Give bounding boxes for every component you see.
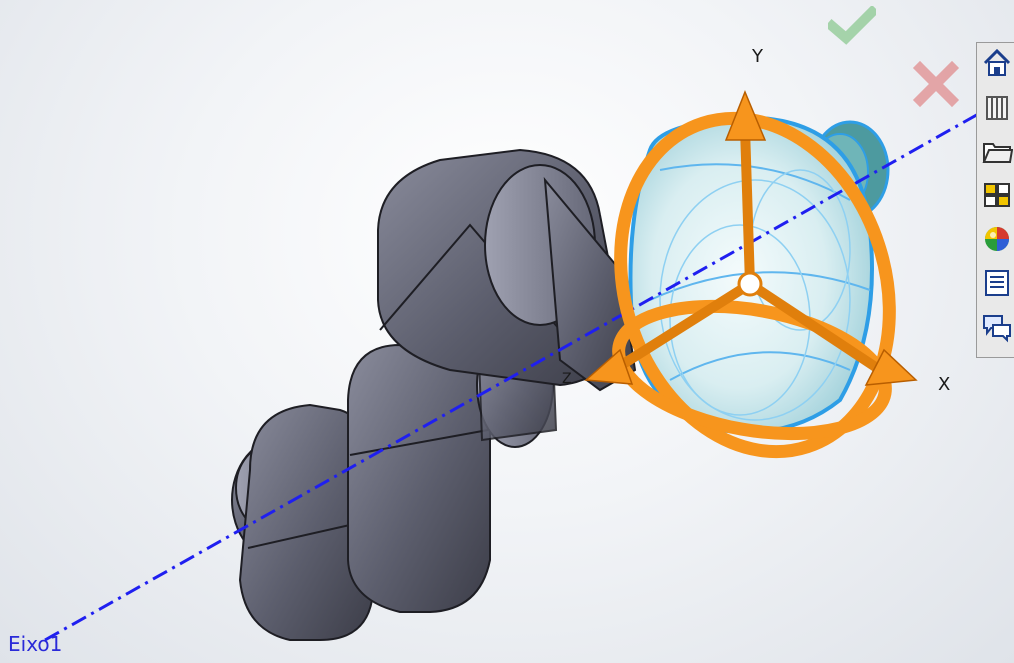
task-pane-design-library-button[interactable] xyxy=(981,91,1013,127)
triad-x-label: X xyxy=(938,374,951,395)
forum-icon xyxy=(983,315,1011,343)
close-icon xyxy=(912,60,960,108)
move-triad[interactable] xyxy=(579,83,931,487)
task-pane-forum-button[interactable] xyxy=(981,311,1013,347)
axis-name-label[interactable]: Eixo1 xyxy=(8,632,63,656)
task-pane-appearances-button[interactable] xyxy=(981,223,1013,259)
home-icon xyxy=(983,48,1011,76)
task-pane-custom-properties-button[interactable] xyxy=(981,267,1013,303)
triad-y-label: Y xyxy=(752,46,763,67)
appearances-icon xyxy=(985,227,1009,251)
ok-button[interactable] xyxy=(824,4,880,46)
design-library-icon xyxy=(986,96,1008,120)
task-pane-home-button[interactable] xyxy=(981,47,1013,83)
task-pane-file-explorer-button[interactable] xyxy=(981,135,1013,171)
task-pane xyxy=(976,42,1014,358)
checkmark-icon xyxy=(824,4,880,45)
view-palette-icon xyxy=(984,183,1010,207)
cancel-button[interactable] xyxy=(912,60,960,108)
folder-icon xyxy=(982,143,1013,163)
custom-properties-icon xyxy=(985,270,1009,296)
triad-z-label: Z xyxy=(562,371,572,387)
task-pane-view-palette-button[interactable] xyxy=(981,179,1013,215)
crankshaft-model[interactable] xyxy=(231,148,637,641)
